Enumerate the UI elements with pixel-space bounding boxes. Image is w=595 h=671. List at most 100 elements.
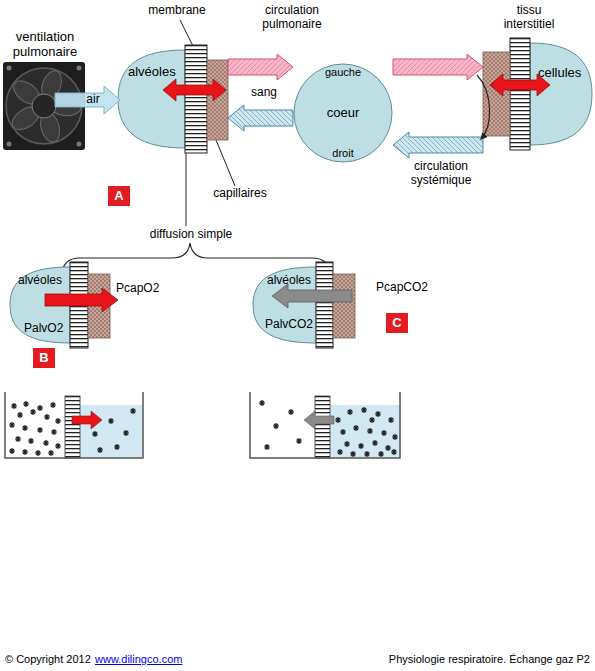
node-label: coeur bbox=[308, 106, 378, 121]
molecule bbox=[9, 448, 15, 454]
molecule bbox=[51, 429, 57, 435]
callout-letter: C bbox=[386, 316, 408, 331]
callout-box: C bbox=[386, 313, 408, 333]
page-caption: Physiologie respiratoire. Échange gaz P2 bbox=[389, 653, 590, 666]
pressure-label: PcapO2 bbox=[116, 282, 172, 296]
node-label: gauche bbox=[313, 66, 373, 79]
molecule bbox=[259, 400, 265, 406]
fan-label: ventilation pulmonaire bbox=[2, 30, 88, 60]
molecule bbox=[358, 443, 364, 449]
molecule bbox=[264, 444, 270, 450]
molecule bbox=[296, 438, 302, 444]
node-label: droit bbox=[313, 147, 373, 160]
molecule bbox=[114, 444, 120, 450]
node-label: tissu interstitiel bbox=[491, 4, 567, 32]
co2-diffusion-arrow bbox=[272, 284, 352, 308]
molecule bbox=[55, 443, 61, 449]
callout-box: A bbox=[108, 186, 130, 206]
molecule bbox=[353, 425, 359, 431]
molecule bbox=[364, 451, 370, 457]
beaker-co2 bbox=[250, 392, 400, 458]
fan-screw bbox=[77, 66, 82, 71]
membrane-strip bbox=[65, 396, 80, 458]
o2-diffusion-arrow bbox=[72, 411, 102, 429]
molecule bbox=[367, 428, 373, 434]
pulmonary-flow-arrow bbox=[228, 54, 293, 80]
molecule bbox=[392, 434, 398, 440]
molecule bbox=[17, 412, 23, 418]
molecule bbox=[92, 431, 98, 437]
pressure-label: PcapCO2 bbox=[376, 281, 440, 295]
molecule bbox=[385, 445, 391, 451]
callout-letter: A bbox=[108, 189, 130, 204]
systemic-flow-arrow bbox=[393, 54, 483, 80]
node-label: cellules bbox=[538, 66, 590, 81]
membrane-label: membrane bbox=[145, 4, 209, 18]
molecule bbox=[391, 449, 397, 455]
molecule bbox=[347, 409, 353, 415]
capillary-label: capillaires bbox=[202, 187, 278, 201]
membrane-strip bbox=[315, 396, 330, 458]
exchange-arrow bbox=[163, 79, 226, 101]
molecule bbox=[108, 418, 114, 424]
molecule bbox=[369, 417, 375, 423]
node-label: alvéoles bbox=[267, 274, 323, 288]
leader-line bbox=[186, 153, 187, 226]
fan-screw bbox=[77, 142, 82, 147]
molecule bbox=[97, 447, 103, 453]
molecule bbox=[28, 438, 34, 444]
fan-screw bbox=[7, 142, 12, 147]
molecule bbox=[378, 451, 384, 457]
leader-line bbox=[216, 140, 235, 186]
callout-fill bbox=[33, 348, 55, 368]
molecule bbox=[337, 449, 343, 455]
air-label: air bbox=[78, 93, 108, 107]
node-label: PalvO2 bbox=[24, 322, 74, 336]
molecule bbox=[15, 436, 21, 442]
exchange-arrow bbox=[490, 74, 550, 96]
molecule bbox=[350, 451, 356, 457]
callout-fill bbox=[108, 186, 130, 206]
molecule bbox=[123, 430, 129, 436]
liquid-fill bbox=[330, 405, 400, 458]
molecule bbox=[361, 407, 367, 413]
molecule bbox=[388, 417, 394, 423]
molecule bbox=[37, 427, 43, 433]
molecule bbox=[381, 430, 387, 436]
molecule bbox=[22, 449, 28, 455]
node-label: alvéoles bbox=[128, 65, 188, 80]
process-label: diffusion simple bbox=[136, 228, 246, 242]
beaker-outline bbox=[250, 392, 400, 458]
molecule bbox=[44, 414, 50, 420]
co2-diffusion-arrow bbox=[304, 411, 334, 429]
molecule bbox=[50, 402, 56, 408]
membrane-strip bbox=[185, 45, 207, 153]
node-label: alvéoles bbox=[18, 274, 74, 288]
air-arrow bbox=[55, 86, 120, 114]
heart-circle: gauche coeur droit bbox=[293, 63, 393, 163]
molecule bbox=[340, 429, 346, 435]
molecule bbox=[30, 409, 36, 415]
capillary-block bbox=[333, 274, 355, 338]
heart-outline bbox=[294, 64, 392, 162]
node-label: PalvCO2 bbox=[265, 318, 323, 332]
capillary-block bbox=[207, 60, 228, 140]
membrane-strip bbox=[510, 38, 530, 150]
o2-diffusion-arrow bbox=[45, 288, 118, 312]
molecule bbox=[55, 418, 61, 424]
molecule bbox=[130, 408, 136, 414]
callout-box: B bbox=[33, 348, 55, 368]
molecule bbox=[273, 423, 279, 429]
liquid-fill bbox=[80, 405, 143, 458]
callout-fill bbox=[386, 313, 408, 333]
beaker-outline bbox=[5, 392, 143, 458]
circulation-label: circulation systémique bbox=[395, 160, 487, 188]
alveolus-shape: alvéolesPalvCO2 bbox=[253, 262, 355, 348]
molecule bbox=[344, 441, 350, 447]
molecule bbox=[35, 450, 41, 456]
molecule bbox=[48, 450, 54, 456]
molecule bbox=[23, 401, 29, 407]
molecule bbox=[375, 411, 381, 417]
